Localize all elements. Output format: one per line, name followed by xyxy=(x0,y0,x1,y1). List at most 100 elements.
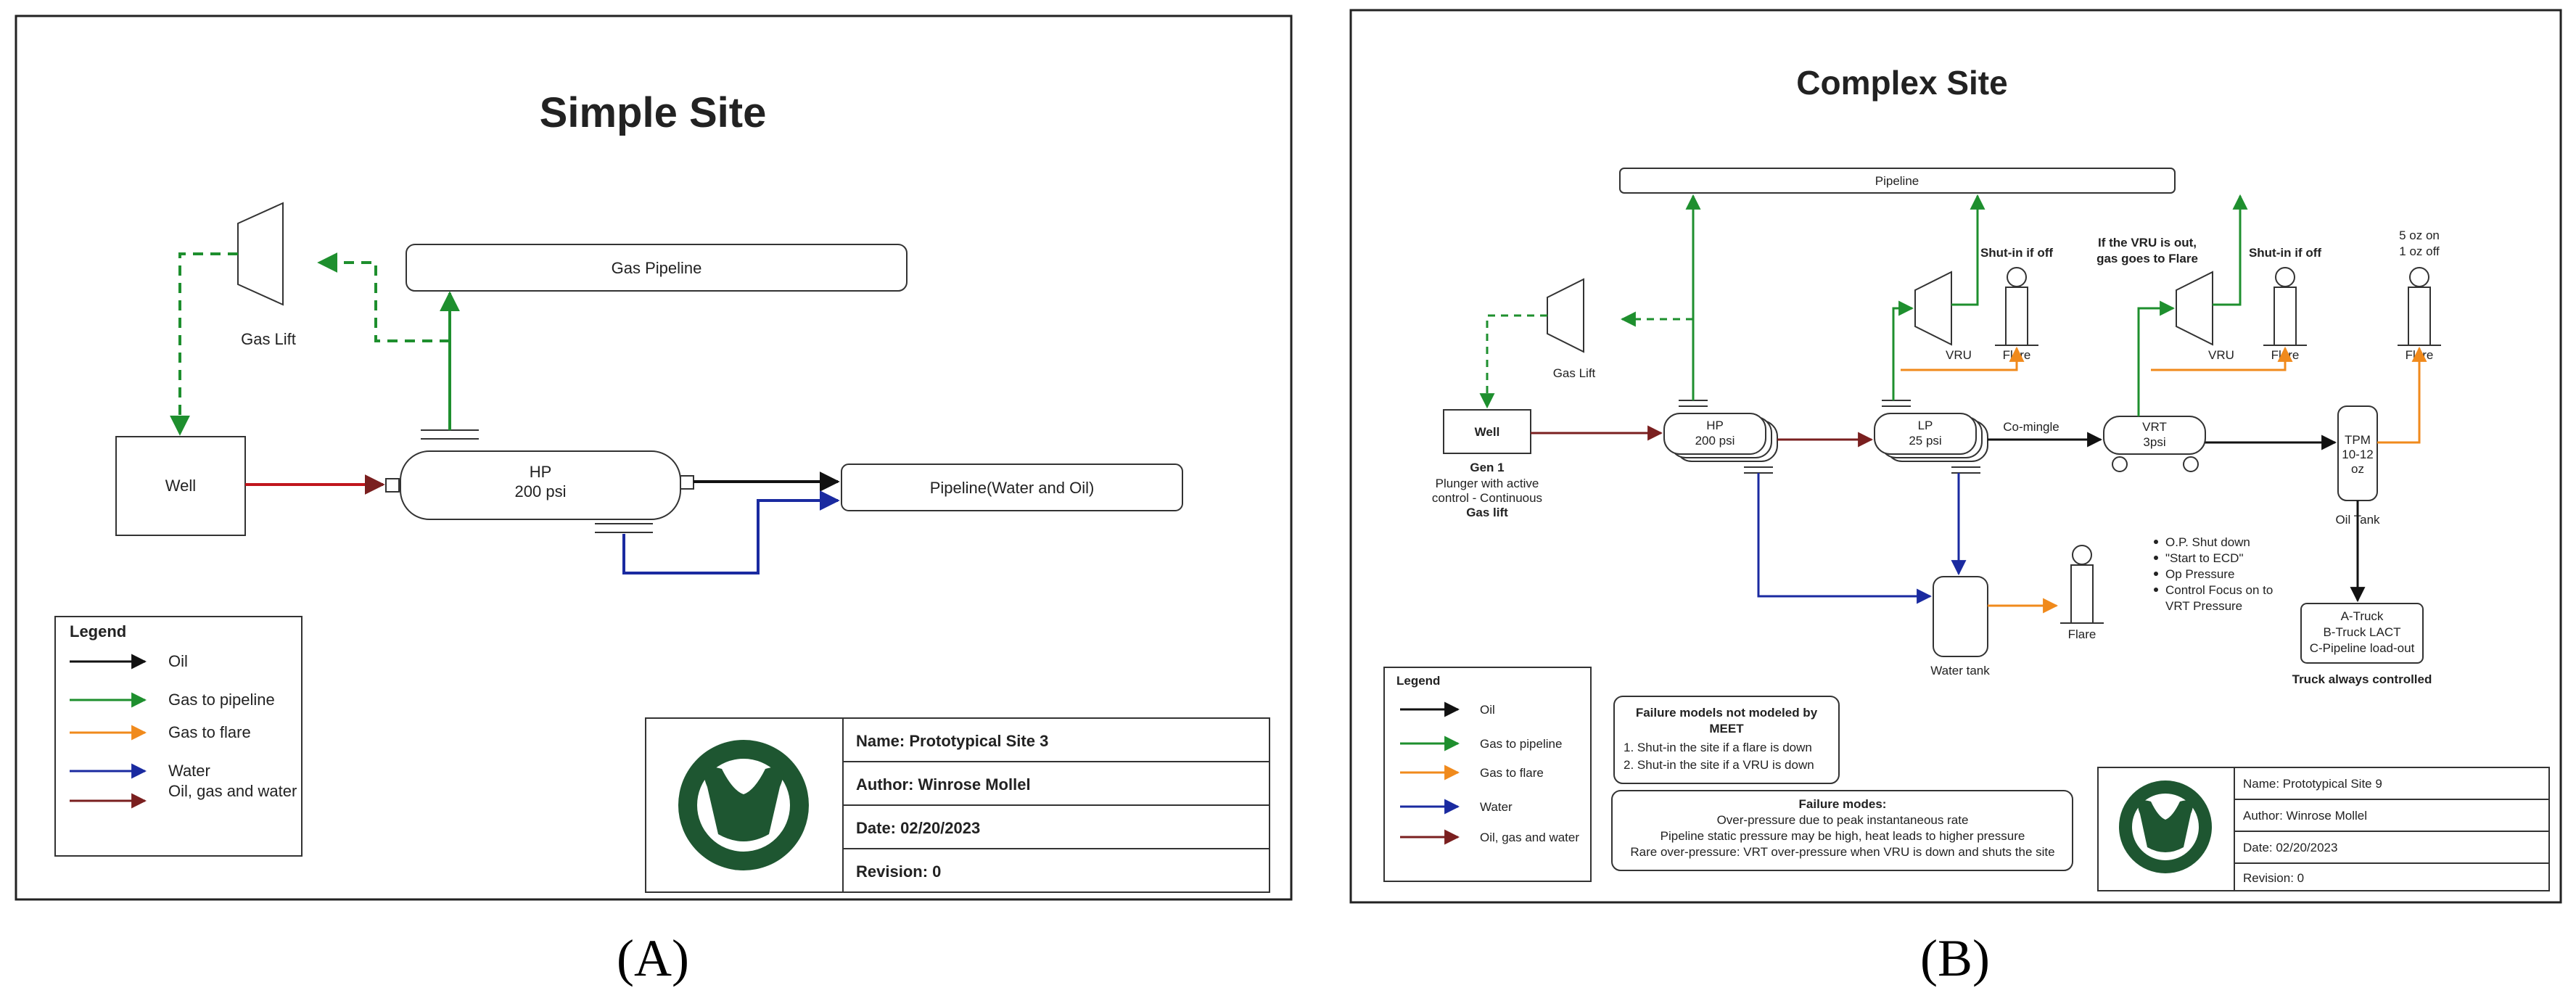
fnm-item-0: 1. Shut-in the site if a flare is down xyxy=(1624,741,1812,754)
title-block-author: Author: Winrose Mollel xyxy=(856,775,1031,794)
gas-pipeline-box xyxy=(406,244,908,292)
tpm-1: 10-12 xyxy=(2342,448,2373,461)
hp-b-separator xyxy=(1663,413,1766,455)
flow-b-vrt-to-vru xyxy=(2137,300,2176,416)
flow-gas-lift-return xyxy=(317,252,450,342)
legend-b-gas-flare: Gas to flare xyxy=(1480,766,1544,780)
flow-b-lp-to-flare1 xyxy=(1901,346,2025,371)
gas-lift-compressor-b-icon xyxy=(1547,278,1584,353)
control-bullets: O.P. Shut down "Start to ECD" Op Pressur… xyxy=(2154,535,2273,613)
caption-a: (A) xyxy=(617,929,689,987)
truck-box xyxy=(2300,603,2424,664)
flow-b-tpm-to-flare3 xyxy=(2377,346,2427,444)
fnm-item-1: 2. Shut-in the site if a VRU is down xyxy=(1624,758,1814,772)
hp-b-pressure: 200 psi xyxy=(1695,434,1735,448)
panel-b-title-block: Name: Prototypical Site 9 Author: Winros… xyxy=(2097,767,2550,891)
flow-b-gas-lift-to-well xyxy=(1479,314,1547,409)
legend-title: Legend xyxy=(70,622,126,640)
flare2-icon xyxy=(2275,267,2295,287)
truck-2: C-Pipeline load-out xyxy=(2310,641,2415,655)
well-b-label: Well xyxy=(1475,425,1500,439)
failure-not-modeled-box: Failure models not modeled by MEET 1. Sh… xyxy=(1613,696,1840,784)
title-block-revision: Revision: 0 xyxy=(856,862,941,881)
caption-b: (B) xyxy=(1920,929,1990,987)
panel-b-title: Complex Site xyxy=(1796,64,2007,102)
panel-a-title: Simple Site xyxy=(540,89,767,136)
pipeline-water-oil-label: Pipeline(Water and Oil) xyxy=(930,479,1095,497)
vrt-pressure: 3psi xyxy=(2143,435,2165,449)
legend-b-title: Legend xyxy=(1396,674,1440,688)
fnm-title-0: Failure models not modeled by xyxy=(1636,706,1818,720)
title-block-b-author: Author: Winrose Mollel xyxy=(2243,809,2367,823)
bullet-3: Control Focus on to xyxy=(2165,583,2273,597)
vrt-name: VRT xyxy=(2142,420,2167,434)
well-b-box xyxy=(1443,409,1531,454)
truck-note: Truck always controlled xyxy=(2292,672,2432,686)
vru1-label: VRU xyxy=(1946,348,1972,362)
legend-water: Water xyxy=(168,762,210,780)
flare4-icon xyxy=(2072,545,2092,565)
flow-b-vru2-to-pipeline xyxy=(2213,194,2248,306)
vru2-label: VRU xyxy=(2208,348,2234,362)
lp-separator xyxy=(1874,413,1977,455)
flare3-note-0: 5 oz on xyxy=(2399,228,2440,242)
flow-water xyxy=(622,490,840,574)
tpm-0: TPM xyxy=(2345,433,2371,447)
flare1-icon xyxy=(2007,267,2027,287)
fm-item-1: Pipeline static pressure may be high, he… xyxy=(1661,829,2025,843)
title-block-date: Date: 02/20/2023 xyxy=(856,819,980,837)
pipeline-label: Pipeline xyxy=(1875,174,1919,188)
legend-b-oil: Oil xyxy=(1480,703,1495,717)
water-tank-label: Water tank xyxy=(1930,664,1990,677)
well-label: Well xyxy=(165,477,196,495)
title-block-b-revision: Revision: 0 xyxy=(2243,871,2304,885)
well-note-0: Gen 1 xyxy=(1470,461,1504,474)
flow-b-vrt-to-flare2 xyxy=(2151,346,2293,371)
shutin2-label: Shut-in if off xyxy=(2249,246,2321,260)
failure-modes-box: Failure modes: Over-pressure due to peak… xyxy=(1611,790,2073,871)
pipeline-water-oil-box xyxy=(841,464,1183,511)
bullet-4: VRT Pressure xyxy=(2165,599,2242,613)
comingle-label: Co-mingle xyxy=(2003,420,2059,434)
legend-gas-flare: Gas to flare xyxy=(168,723,251,741)
fm-item-2: Rare over-pressure: VRT over-pressure wh… xyxy=(1630,845,2054,859)
panel-a: Simple Site Gas Pipeline Gas Lift Well H… xyxy=(15,15,1293,987)
vrt-tank xyxy=(2103,416,2206,455)
hp-b-name: HP xyxy=(1706,419,1724,432)
vru1-icon xyxy=(1914,271,1952,346)
legend-b-gas-pipeline: Gas to pipeline xyxy=(1480,737,1562,751)
legend-oil: Oil xyxy=(168,652,188,670)
vru-note-1: gas goes to Flare xyxy=(2096,252,2198,265)
truck-1: B-Truck LACT xyxy=(2323,625,2400,639)
shutin1-label: Shut-in if off xyxy=(1980,246,2053,260)
pipeline-box xyxy=(1619,168,2176,194)
gas-lift-compressor-icon xyxy=(237,202,284,306)
tpm-2: oz xyxy=(2351,462,2364,476)
legend-b-mixed: Oil, gas and water xyxy=(1480,831,1579,844)
legend-b-water: Water xyxy=(1480,800,1513,814)
hp-pressure: 200 psi xyxy=(515,482,567,500)
legend-mixed: Oil, gas and water xyxy=(168,782,297,800)
well-note-1: Plunger with active xyxy=(1436,477,1539,490)
bullet-0: O.P. Shut down xyxy=(2165,535,2250,549)
gas-lift-b-label: Gas Lift xyxy=(1553,366,1596,380)
legend-gas-pipeline: Gas to pipeline xyxy=(168,691,275,709)
well-note-2: control - Continuous xyxy=(1432,491,1542,505)
title-block-b-date: Date: 02/20/2023 xyxy=(2243,841,2337,854)
bullet-2: Op Pressure xyxy=(2165,567,2234,581)
panel-b: Complex Site Pipeline Gas Lift Well Gen … xyxy=(1349,9,2562,987)
lp-name: LP xyxy=(1918,419,1933,432)
lp-pressure: 25 psi xyxy=(1909,434,1941,448)
truck-0: A-Truck xyxy=(2341,609,2384,623)
panel-a-title-block: Name: Prototypical Site 3 Author: Winros… xyxy=(645,717,1270,893)
fnm-title-1: MEET xyxy=(1709,722,1744,736)
panel-a-legend: Legend Oil Gas to pipeline Gas to flare … xyxy=(54,616,303,857)
flare3-note-1: 1 oz off xyxy=(2399,244,2440,258)
gas-lift-label: Gas Lift xyxy=(241,330,296,348)
well-note-3: Gas lift xyxy=(1466,506,1508,519)
flow-gas-lift-to-well xyxy=(170,252,238,436)
vru2-icon xyxy=(2176,271,2213,346)
vru-note-0: If the VRU is out, xyxy=(2098,236,2197,250)
flow-b-vru1-to-pipeline xyxy=(1951,194,1986,306)
